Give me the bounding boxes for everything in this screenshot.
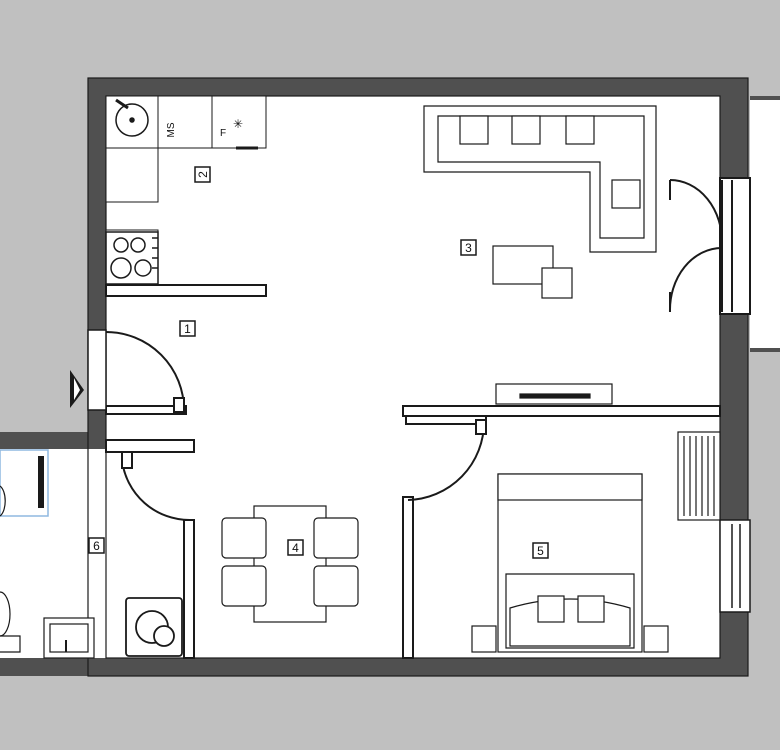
svg-text:3: 3 <box>465 241 472 255</box>
svg-text:4: 4 <box>292 541 299 555</box>
fridge-symbol: ✳ <box>233 117 243 131</box>
room-label-1: 1 <box>179 320 196 337</box>
dining-set <box>221 505 359 623</box>
bedroom-window <box>719 519 751 613</box>
sink-icon <box>115 98 149 137</box>
dishwasher-label: MS <box>166 122 177 137</box>
kitchen-partition <box>105 284 267 297</box>
fridge-label: F <box>220 128 226 139</box>
radiator-icon <box>677 431 721 521</box>
bathroom-wall-right <box>183 519 195 659</box>
room-label-4: 4 <box>287 539 304 556</box>
balcony-edge <box>750 96 780 100</box>
balcony-doors <box>668 177 751 315</box>
svg-text:5: 5 <box>537 544 544 558</box>
double-bed <box>471 473 669 653</box>
bathroom-door <box>121 451 191 522</box>
svg-text:1: 1 <box>184 322 191 336</box>
bedroom-door <box>405 415 487 501</box>
room-label-6: 6 <box>88 537 105 554</box>
entrance-arrow-inner <box>74 378 80 400</box>
svg-text:6: 6 <box>93 539 100 553</box>
coffee-table <box>492 245 573 299</box>
bedroom-wall-left <box>402 496 414 659</box>
room-labels: 1 2 3 4 5 6 <box>88 166 549 559</box>
tv-stand <box>495 383 613 405</box>
bathroom-fixtures <box>0 449 95 659</box>
entrance-opening <box>87 329 107 411</box>
svg-text:2: 2 <box>196 171 210 178</box>
hall-wall-bottom <box>105 439 195 453</box>
entrance-door <box>105 331 185 413</box>
balcony-area <box>750 96 780 352</box>
room-label-3: 3 <box>460 239 477 256</box>
bedroom-wall-top <box>402 405 721 417</box>
balcony-edge-bottom <box>750 348 780 352</box>
stove-icon <box>105 231 159 285</box>
washing-machine-icon <box>125 597 183 657</box>
corner-sofa <box>423 105 657 253</box>
room-label-5: 5 <box>532 542 549 559</box>
room-label-2: 2 <box>194 166 211 183</box>
